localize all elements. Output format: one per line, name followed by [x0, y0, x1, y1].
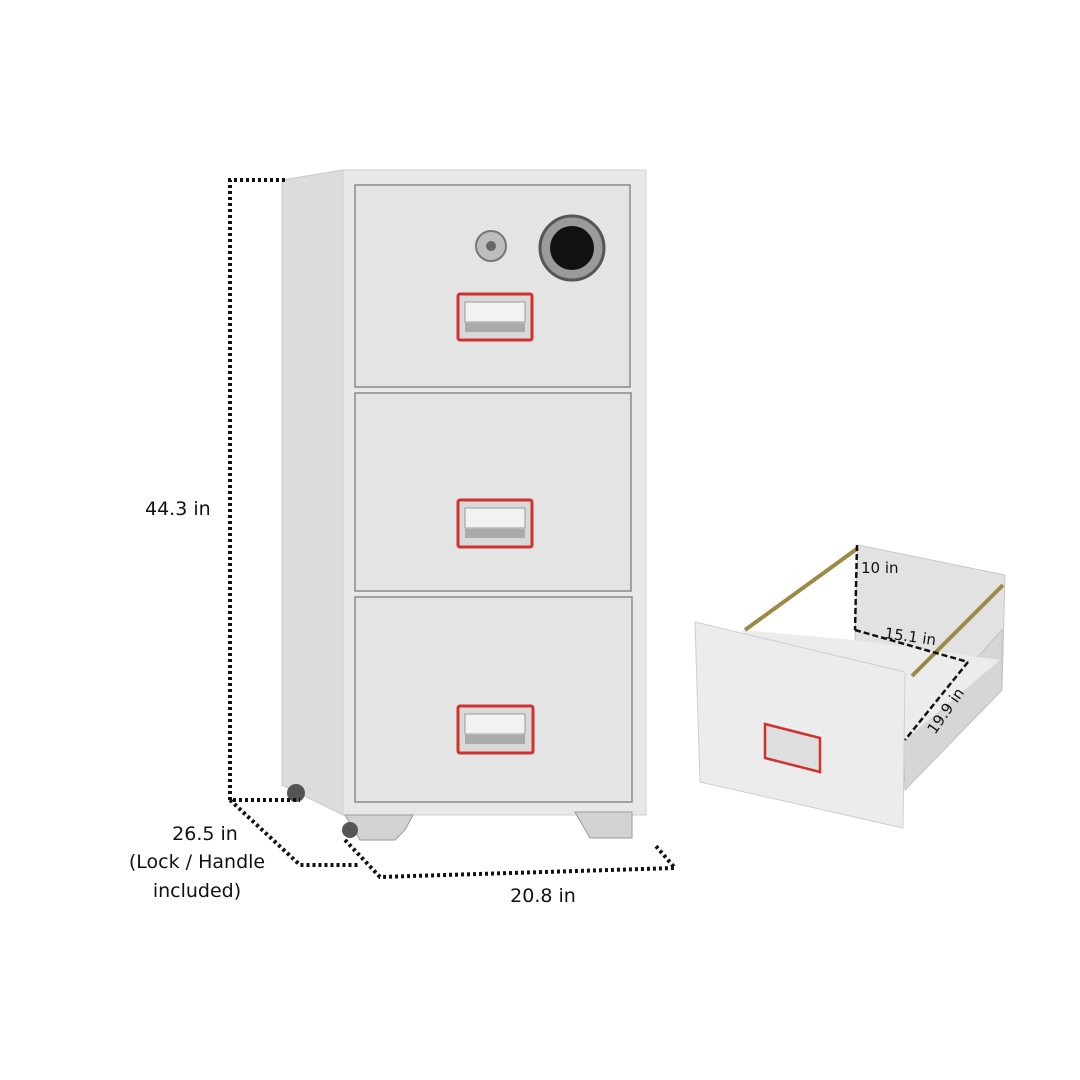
drawer-front-panel — [694, 621, 906, 829]
drawer-1 — [354, 184, 631, 388]
hanging-rail-left — [743, 546, 860, 632]
drawer-height-label: 10 in — [861, 559, 899, 577]
caster-wheel — [287, 784, 305, 802]
drawer-2 — [354, 392, 632, 592]
drawer-depth-dimension — [904, 661, 969, 741]
drawer-handle — [763, 722, 822, 774]
depth-note-line1: (Lock / Handle — [129, 851, 265, 873]
depth-note-line2: included) — [153, 880, 241, 902]
width-label: 20.8 in — [510, 885, 576, 907]
cabinet-foot-right — [574, 811, 633, 839]
depth-dimension-line — [228, 798, 360, 867]
height-label: 44.3 in — [145, 498, 211, 520]
cabinet-side-panel — [281, 169, 344, 816]
filing-cabinet — [281, 169, 647, 841]
open-drawer: 10 in 15.1 in 19.9 in — [694, 544, 1006, 829]
hanging-rail-right — [910, 583, 1005, 678]
height-dimension-line — [228, 178, 300, 802]
drawer-height-dimension — [853, 544, 859, 631]
depth-label: 26.5 in — [172, 823, 238, 845]
width-dimension-line — [343, 838, 680, 880]
caster-wheel — [342, 822, 358, 838]
cabinet-foot-left — [344, 814, 414, 841]
drawer-width-dimension — [854, 628, 969, 664]
drawer-3 — [354, 596, 633, 803]
